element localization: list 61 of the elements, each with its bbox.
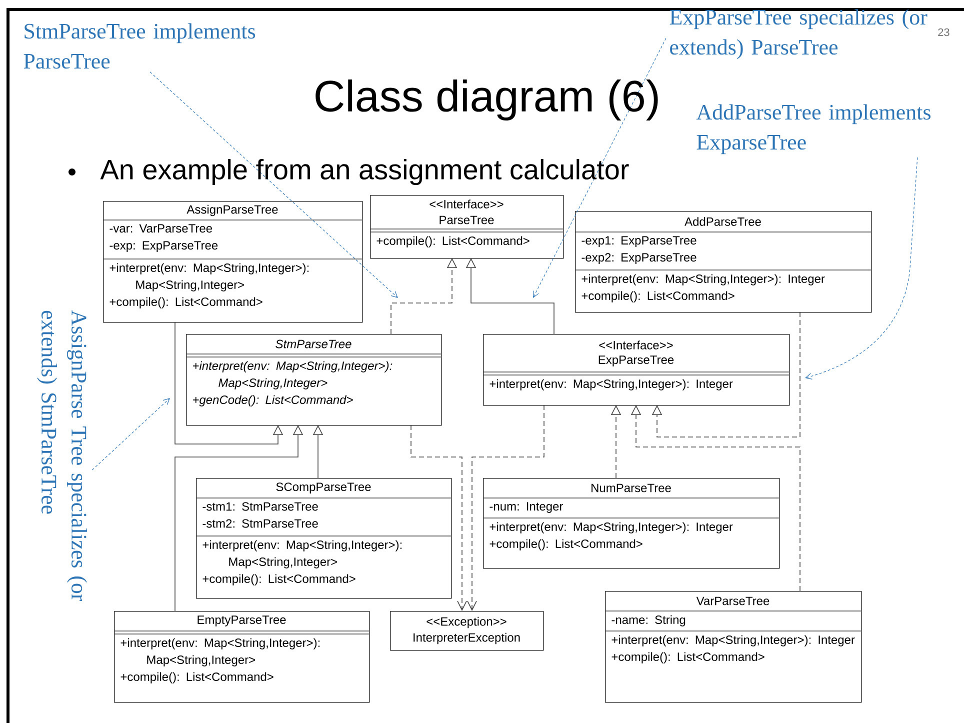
class-box bbox=[390, 611, 544, 651]
leader-arrow bbox=[533, 38, 666, 298]
method-text: +interpret(env: Map<String,Integer>): Integer bbox=[582, 274, 825, 286]
annotation-text: ExpParseTree specializes (or extends) ParseTree bbox=[670, 9, 928, 60]
method-text: +compile(): List<Command> bbox=[110, 297, 262, 308]
attribute-text: -stm2: StmParseTree bbox=[202, 519, 318, 528]
method-text: +interpret(env: Map<String,Integer>): Map<String,Integer> bbox=[192, 361, 392, 390]
class-name: StmParseTree bbox=[276, 340, 352, 348]
class-box bbox=[482, 334, 790, 406]
method-text: +compile(): List<Command> bbox=[612, 652, 764, 664]
annotation-text: AssignParse Tree specializes (or extends) StmParseTree bbox=[37, 310, 87, 602]
leader-arrow bbox=[92, 398, 170, 470]
class-box bbox=[196, 478, 452, 599]
class-box bbox=[574, 211, 872, 313]
method-text: +interpret(env: Map<String,Integer>): Integer bbox=[490, 522, 733, 534]
method-text: +interpret(env: Map<String,Integer>): Map<String,Integer> bbox=[110, 263, 309, 292]
annotation-text: AddParseTree implements ExparseTree bbox=[696, 104, 930, 154]
stereotype: <<Interface>> bbox=[599, 340, 673, 350]
method-text: +interpret(env: Map<String,Integer>): Map<String,Integer> bbox=[120, 638, 320, 666]
class-name: VarParseTree bbox=[696, 596, 770, 606]
class-box bbox=[102, 201, 363, 323]
stereotype: <<Interface>> bbox=[430, 200, 504, 208]
method-text: +interpret(env: Map<String,Integer>): Integer bbox=[612, 635, 855, 646]
method-text: +compile(): List<Command> bbox=[490, 539, 642, 550]
method-text: +compile(): List<Command> bbox=[376, 236, 530, 248]
dependency-arrow bbox=[410, 424, 467, 611]
stereotype: <<Exception>> bbox=[426, 616, 506, 628]
attribute-text: -exp1: ExpParseTree bbox=[582, 236, 696, 247]
realization-arrow bbox=[652, 312, 800, 438]
class-name: AssignParseTree bbox=[186, 204, 278, 216]
class-name: ExpParseTree bbox=[598, 356, 674, 366]
attribute-text: -stm1: StmParseTree bbox=[202, 502, 318, 511]
class-name: SCompParseTree bbox=[276, 482, 371, 494]
method-text: +interpret(env: Map<String,Integer>): Map<String,Integer> bbox=[202, 540, 402, 568]
annotation-text: StmParseTree implements ParseTree bbox=[24, 23, 256, 69]
class-box bbox=[114, 611, 370, 703]
class-name: EmptyParseTree bbox=[198, 616, 286, 626]
attribute-text: -exp: ExpParseTree bbox=[110, 241, 218, 252]
bullet-text: An example from an assignment calculator bbox=[100, 158, 629, 186]
class-name: NumParseTree bbox=[592, 484, 671, 492]
attribute-text: -num: Integer bbox=[490, 502, 564, 513]
dependency-arrow bbox=[467, 404, 544, 611]
slide-title: Class diagram (6) bbox=[316, 80, 658, 120]
class-box bbox=[186, 334, 442, 426]
page-number: 23 bbox=[938, 28, 950, 36]
method-text: +compile(): List<Command> bbox=[582, 291, 734, 302]
class-box bbox=[482, 478, 780, 569]
attribute-text: -name: String bbox=[612, 615, 686, 626]
class-name: AddParseTree bbox=[684, 217, 761, 226]
attribute-text: -exp2: ExpParseTree bbox=[582, 253, 696, 264]
class-name: ParseTree bbox=[440, 216, 494, 224]
method-text: +compile(): List<Command> bbox=[202, 574, 356, 586]
method-text: +genCode(): List<Command> bbox=[192, 395, 353, 406]
class-box bbox=[370, 195, 564, 259]
method-text: +compile(): List<Command> bbox=[120, 672, 274, 684]
method-text: +interpret(env: Map<String,Integer>): Integer bbox=[490, 379, 733, 390]
attribute-text: -var: VarParseTree bbox=[110, 224, 212, 233]
class-box bbox=[604, 591, 862, 703]
leader-arrow bbox=[150, 72, 398, 298]
class-name: InterpreterException bbox=[414, 632, 520, 644]
leader-arrow bbox=[805, 157, 918, 380]
